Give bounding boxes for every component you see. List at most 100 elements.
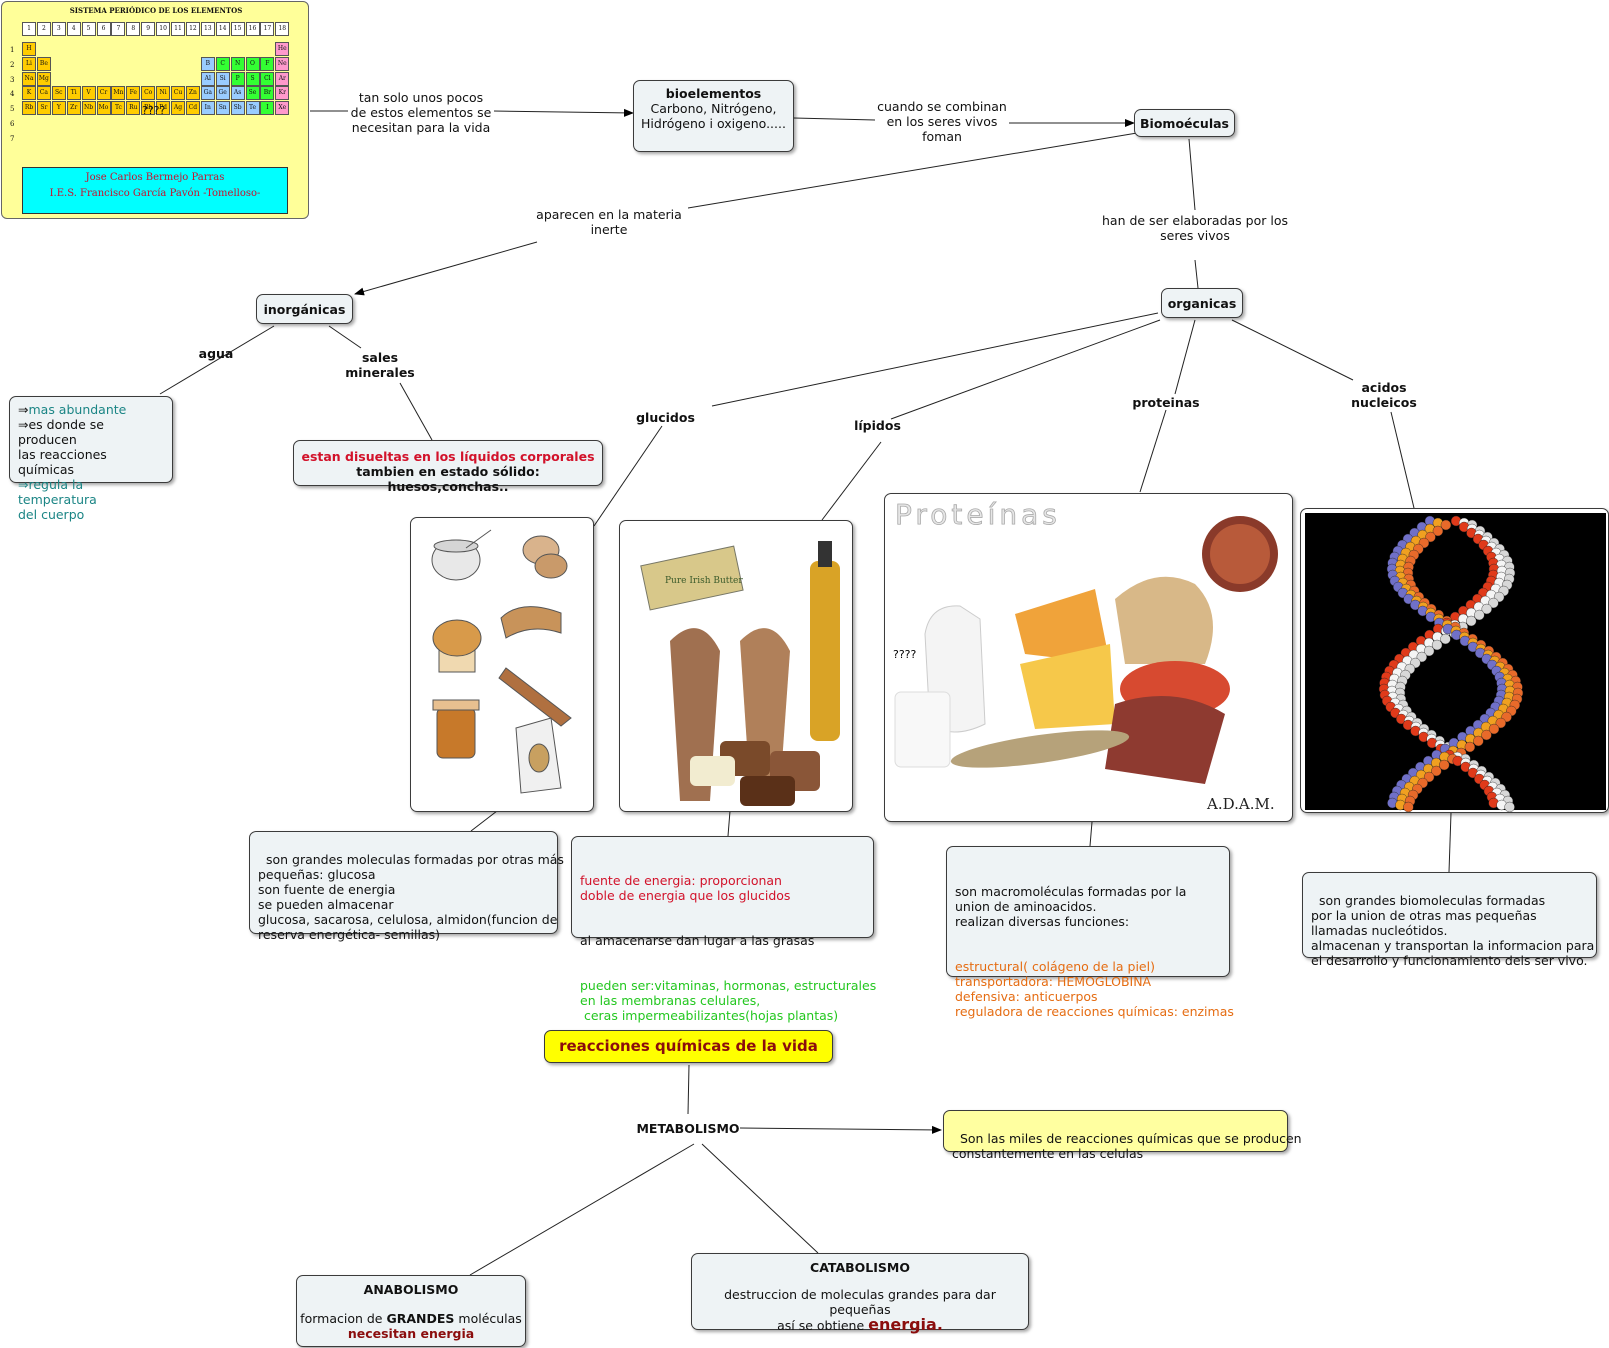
element-cell: Rh bbox=[141, 101, 156, 116]
catabolismo-line-1: destruccion de moleculas grandes para da… bbox=[724, 1287, 996, 1317]
periodic-table-banner: Jose Carlos Bermejo Parras I.E.S. Franci… bbox=[22, 167, 288, 214]
proteinas-image-unknown: ???? bbox=[893, 648, 917, 661]
element-cell: Mo bbox=[96, 101, 111, 116]
group-header: 14 bbox=[215, 22, 230, 36]
catabolismo-box[interactable]: CATABOLISMO destruccion de moleculas gra… bbox=[691, 1253, 1029, 1333]
element-cell: N bbox=[230, 56, 245, 71]
group-header: 7 bbox=[111, 22, 126, 36]
reacciones-node[interactable]: reacciones químicas de la vida bbox=[544, 1030, 833, 1063]
acidos-nucleicos-box[interactable]: son grandes biomoleculas formadas por la… bbox=[1302, 872, 1597, 968]
group-header: 12 bbox=[185, 22, 200, 36]
group-header: 5 bbox=[81, 22, 96, 36]
proteinas-box[interactable]: son macromoléculas formadas por la union… bbox=[946, 846, 1234, 1019]
element-cell: Cl bbox=[260, 71, 275, 86]
dna-atom bbox=[1431, 765, 1442, 777]
element-cell: Cr bbox=[96, 86, 111, 101]
dna-atom bbox=[1440, 633, 1451, 645]
sales-line-1: estan disueltas en los líquidos corporal… bbox=[301, 449, 595, 464]
periodic-table-author: Jose Carlos Bermejo Parras bbox=[85, 172, 225, 183]
group-header: 2 bbox=[36, 22, 51, 36]
element-cell: Sr bbox=[36, 101, 51, 116]
element-cell: H bbox=[22, 42, 36, 56]
inorganicas-node[interactable]: inorgánicas bbox=[256, 294, 353, 324]
agua-line-1: ⇒mas abundante bbox=[18, 402, 127, 417]
dna-atom bbox=[1431, 639, 1443, 651]
element-cell: Sc bbox=[51, 86, 66, 101]
lipidos-storage-text: al amacenarse dan lugar a las grasas bbox=[580, 933, 815, 948]
element-cell: Fe bbox=[126, 86, 141, 101]
element-cell: Mg bbox=[36, 71, 51, 86]
dna-atom bbox=[1432, 525, 1444, 537]
dna-atom bbox=[1474, 609, 1485, 621]
agua-label: agua bbox=[198, 346, 234, 361]
dna-atom bbox=[1488, 723, 1500, 735]
element-cell: Ti bbox=[66, 86, 81, 101]
anabolismo-text: formacion de GRANDES moléculas bbox=[300, 1311, 522, 1326]
agua-line-5: del cuerpo bbox=[18, 507, 85, 522]
agua-box[interactable]: ⇒mas abundante ⇒es donde se producen las… bbox=[9, 396, 173, 522]
lipidos-image: Pure Irish Butter bbox=[619, 520, 853, 812]
element-cell: S bbox=[245, 71, 260, 86]
organicas-title: organicas bbox=[1167, 296, 1237, 311]
glucidos-box[interactable]: son grandes moleculas formadas por otras… bbox=[249, 831, 564, 942]
element-cell: As bbox=[230, 86, 245, 101]
element-cell: V bbox=[81, 86, 96, 101]
glucidos-text: son grandes moleculas formadas por otras… bbox=[258, 852, 564, 942]
element-cell: Ne bbox=[275, 56, 290, 71]
element-cell: Mn bbox=[111, 86, 126, 101]
dna-atom bbox=[1403, 801, 1414, 812]
catabolismo-title: CATABOLISMO bbox=[810, 1260, 910, 1275]
lipid-foods-illustration: Pure Irish Butter bbox=[624, 525, 850, 809]
dna-atom bbox=[1481, 729, 1492, 741]
bioelementos-title: bioelementos bbox=[665, 86, 762, 101]
lipidos-box[interactable]: fuente de energia: proporcionan doble de… bbox=[571, 836, 876, 1023]
sales-box[interactable]: estan disueltas en los líquidos corporal… bbox=[293, 440, 603, 494]
element-cell: He bbox=[275, 42, 290, 56]
metabolismo-definition-box[interactable]: Son las miles de reacciones químicas que… bbox=[943, 1110, 1302, 1161]
element-cell: Ni bbox=[156, 86, 171, 101]
element-cell: Ge bbox=[215, 86, 230, 101]
group-header: 1 bbox=[22, 22, 36, 36]
arrow-icon: ⇒ bbox=[18, 402, 29, 417]
group-header: 15 bbox=[230, 22, 245, 36]
group-header: 17 bbox=[260, 22, 275, 36]
element-cell: Ar bbox=[275, 71, 290, 86]
anabolismo-box[interactable]: ANABOLISMO formacion de GRANDES molécula… bbox=[296, 1275, 526, 1347]
period-number: 1 bbox=[10, 46, 15, 54]
periodic-table-school: I.E.S. Francisco García Pavón -Tomelloso… bbox=[49, 188, 261, 199]
link-label-table-bio: tan solo unos pocos de estos elementos s… bbox=[348, 90, 494, 135]
group-header: 3 bbox=[51, 22, 66, 36]
adam-logo: A.D.A.M. bbox=[1206, 795, 1275, 813]
dna-atom bbox=[1466, 615, 1477, 627]
element-cell: Ca bbox=[36, 86, 51, 101]
proteinas-label: proteinas bbox=[1132, 395, 1200, 410]
bioelementos-node[interactable]: bioelementos Carbono, Nitrógeno, Hidróge… bbox=[633, 80, 794, 152]
dna-model-illustration bbox=[1305, 513, 1606, 812]
period-number: 5 bbox=[10, 105, 15, 114]
element-cell: Te bbox=[245, 101, 260, 116]
periodic-table-unknown: ???? bbox=[142, 104, 166, 117]
biomoleculas-node[interactable]: Biomoéculas bbox=[1134, 109, 1235, 137]
group-header: 8 bbox=[126, 22, 141, 36]
link-label-biomol-org: han de ser elaboradas por los seres vivo… bbox=[1096, 213, 1294, 243]
group-header: 13 bbox=[200, 22, 215, 36]
element-cell: Ga bbox=[200, 86, 215, 101]
group-header: 9 bbox=[141, 22, 156, 36]
element-cell: Ag bbox=[171, 101, 185, 116]
element-cell: F bbox=[260, 56, 275, 71]
element-cell: Kr bbox=[275, 86, 290, 101]
proteinas-text: son macromoléculas formadas por la union… bbox=[955, 884, 1187, 929]
organicas-node[interactable]: organicas bbox=[1161, 288, 1243, 318]
lipidos-types-text: pueden ser:vitaminas, hormonas, estructu… bbox=[580, 978, 877, 1023]
dna-atom bbox=[1416, 651, 1428, 663]
dna-atom bbox=[1425, 531, 1436, 543]
element-cell: Tc bbox=[111, 101, 126, 116]
proteinas-image-title: Proteínas bbox=[895, 498, 1061, 531]
element-cell: Nb bbox=[81, 101, 96, 116]
element-cell: Al bbox=[200, 71, 215, 86]
periodic-table-title: SISTEMA PERIÓDICO DE LOS ELEMENTOS bbox=[69, 6, 243, 15]
dna-atom bbox=[1423, 645, 1435, 657]
element-cell: Na bbox=[22, 71, 36, 86]
